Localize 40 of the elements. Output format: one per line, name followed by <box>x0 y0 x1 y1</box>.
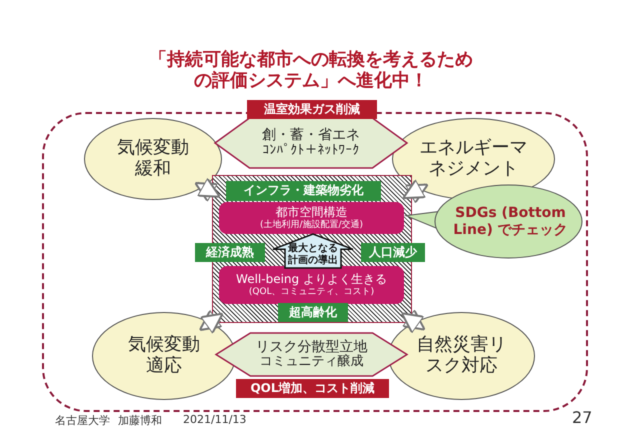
double-arrow <box>198 309 224 334</box>
hexagon-box <box>216 333 407 376</box>
tag-label <box>361 243 425 262</box>
tag-label <box>195 243 265 262</box>
node-text: QOL増加、コスト削減 <box>250 382 375 396</box>
process-box <box>219 266 404 304</box>
tag-label <box>278 303 348 322</box>
page-number: 27 <box>572 408 592 427</box>
node-text: インフラ・建築物劣化 <box>244 184 364 198</box>
tag-label <box>247 100 377 119</box>
node-text: 温室効果ガス削減 <box>264 102 360 116</box>
node-text: エネルギーマネジメント <box>418 138 528 180</box>
node-text: 超高齢化 <box>289 306 337 320</box>
node-text: 最大となる計画の導出 <box>287 243 339 266</box>
tag-label <box>226 181 381 201</box>
node-text: 自然災害リスク対応 <box>416 335 508 377</box>
footer-text: 加藤博和 <box>118 413 162 428</box>
double-arrow <box>194 177 221 202</box>
double-arrow <box>400 308 426 334</box>
footer-text: 2021/11/13 <box>183 413 246 426</box>
node-text: 経済成熟 <box>206 246 254 260</box>
node-text: 人口減少 <box>369 246 417 260</box>
node-text: SDGs (Bottom Line) でチェック <box>452 205 569 238</box>
double-arrow <box>402 178 429 204</box>
node-subtext: コミュニティ醸成 <box>260 355 364 370</box>
node-text: 都市空間構造 <box>276 206 348 220</box>
node-text: リスク分散型立地 <box>256 338 368 355</box>
up-arrow-box <box>273 234 353 268</box>
node-text: 気候変動緩和 <box>116 138 190 180</box>
node-text: Well-being よりよく生きる <box>236 272 387 287</box>
node-text: 気候変動適応 <box>127 335 201 377</box>
process-box <box>219 202 404 234</box>
tag-label <box>236 379 389 398</box>
node-text: 創・蓄・省エネ <box>262 127 360 144</box>
node-subtext: (土地利用/施設配置/交通) <box>260 220 364 230</box>
footer-text: 名古屋大学 <box>55 413 110 428</box>
hexagon-box <box>215 118 407 168</box>
node-subtext: ｺﾝﾊﾟｸﾄ＋ﾈｯﾄﾜｰｸ <box>262 144 360 159</box>
title: 「持続可能な都市への転換を考えるための評価システム」へ進化中！ <box>148 50 474 92</box>
node-subtext: (QOL、コミュニティ、コスト) <box>248 286 374 298</box>
